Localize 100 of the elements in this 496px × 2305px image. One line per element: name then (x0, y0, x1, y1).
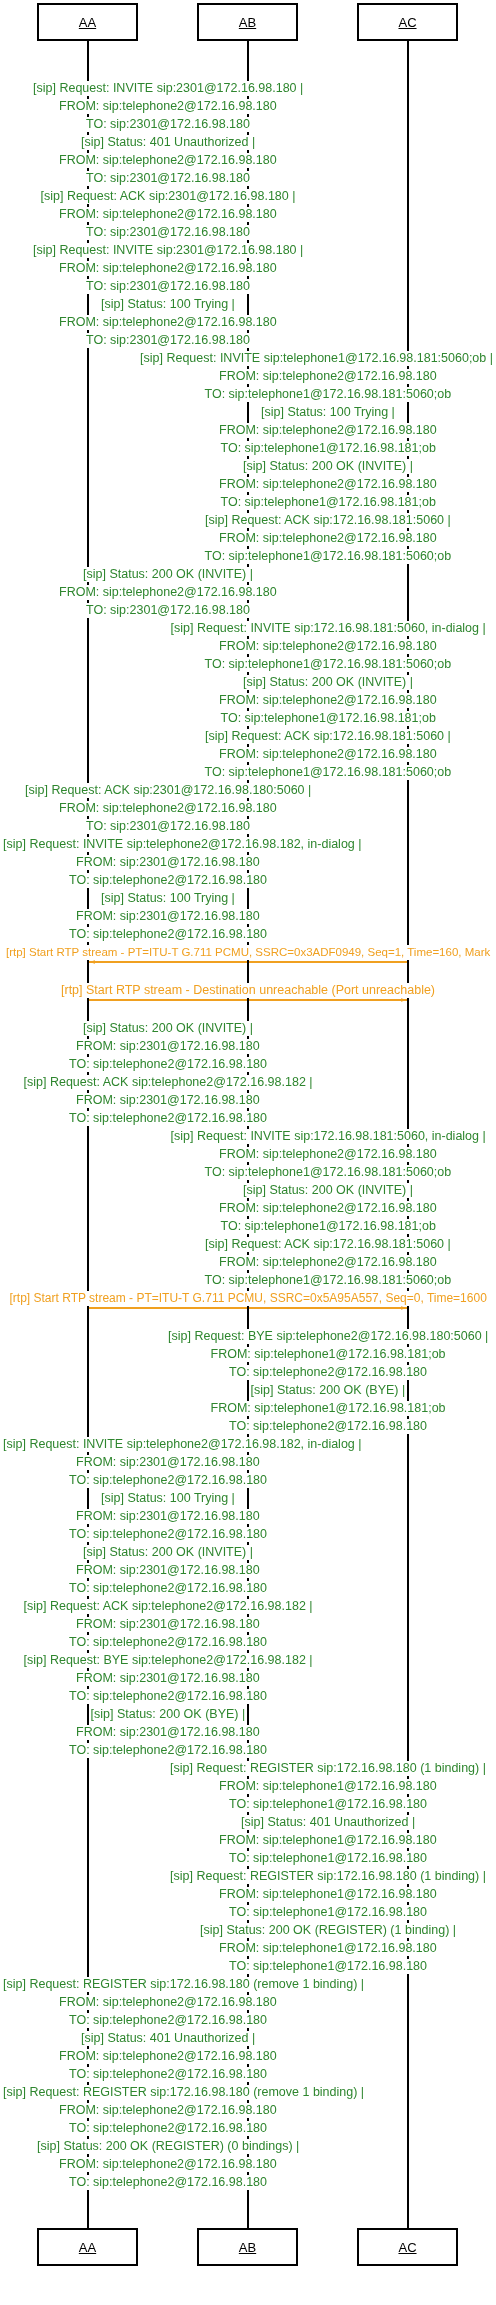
message-label: TO: sip:telephone1@172.16.98.180 (228, 1850, 429, 1866)
message-label: TO: sip:2301@172.16.98.180 (85, 818, 251, 834)
message-label: [sip] Request: INVITE sip:telephone2@172.16.98.182, in-dialog | (2, 1436, 363, 1452)
message-label: FROM: sip:2301@172.16.98.180 (75, 1562, 261, 1578)
message-label: [sip] Status: 200 OK (REGISTER) (1 binding) | (199, 1922, 458, 1938)
message-label: [sip] Request: INVITE sip:172.16.98.181:5060, in-dialog | (169, 1128, 487, 1144)
message-label: TO: sip:telephone1@172.16.98.181:5060;ob (203, 764, 453, 780)
message-label: [sip] Request: ACK sip:172.16.98.181:5060 | (204, 728, 452, 744)
message-label: [sip] Status: 200 OK (INVITE) | (82, 1544, 254, 1560)
message-label: [sip] Status: 401 Unauthorized | (80, 2030, 257, 2046)
message-label: TO: sip:2301@172.16.98.180 (85, 332, 251, 348)
edge-label: [rtp] Start RTP stream - Destination unreachable (Port unreachable) (60, 983, 437, 998)
message-label: FROM: sip:2301@172.16.98.180 (75, 1038, 261, 1054)
message-label: [sip] Request: BYE sip:telephone2@172.16.98.180:5060 | (167, 1328, 490, 1344)
message-label: TO: sip:telephone2@172.16.98.180 (68, 1056, 269, 1072)
message-label: FROM: sip:telephone2@172.16.98.180 (58, 2048, 278, 2064)
message-label: [sip] Request: ACK sip:telephone2@172.16.98.182 | (22, 1074, 314, 1090)
participant-box: AB (197, 3, 298, 41)
message-label: FROM: sip:telephone2@172.16.98.180 (58, 152, 278, 168)
message-label: TO: sip:telephone1@172.16.98.180 (228, 1904, 429, 1920)
edge-label: [rtp] Start RTP stream - PT=ITU-T G.711 PCMU, SSRC=0x5A95A557, Seq=0, Time=1600 (8, 1291, 488, 1306)
message-label: FROM: sip:telephone2@172.16.98.180 (218, 692, 438, 708)
message-label: FROM: sip:telephone2@172.16.98.180 (58, 98, 278, 114)
message-label: [sip] Status: 200 OK (INVITE) | (242, 458, 414, 474)
message-label: [sip] Status: 401 Unauthorized | (240, 1814, 417, 1830)
message-label: TO: sip:telephone1@172.16.98.181;ob (219, 710, 437, 726)
message-label: FROM: sip:2301@172.16.98.180 (75, 1092, 261, 1108)
message-label: [sip] Status: 100 Trying | (100, 296, 236, 312)
message-label: [sip] Request: REGISTER sip:172.16.98.180 (remove 1 binding) | (2, 1976, 366, 1992)
message-label: TO: sip:telephone2@172.16.98.180 (68, 872, 269, 888)
message-label: FROM: sip:telephone1@172.16.98.181;ob (209, 1346, 447, 1362)
message-label: [sip] Request: INVITE sip:172.16.98.181:5060, in-dialog | (169, 620, 487, 636)
message-label: TO: sip:telephone2@172.16.98.180 (228, 1418, 429, 1434)
message-label: TO: sip:telephone2@172.16.98.180 (68, 1634, 269, 1650)
message-label: TO: sip:telephone2@172.16.98.180 (68, 1472, 269, 1488)
message-label: [sip] Request: REGISTER sip:172.16.98.180 (1 binding) | (169, 1868, 487, 1884)
message-label: FROM: sip:telephone2@172.16.98.180 (58, 260, 278, 276)
message-label: [sip] Status: 100 Trying | (100, 890, 236, 906)
message-label: [sip] Request: REGISTER sip:172.16.98.180 (1 binding) | (169, 1760, 487, 1776)
message-label: TO: sip:telephone1@172.16.98.180 (228, 1958, 429, 1974)
message-label: [sip] Status: 200 OK (INVITE) | (82, 566, 254, 582)
message-label: TO: sip:telephone2@172.16.98.180 (228, 1364, 429, 1380)
arrow (88, 960, 408, 964)
message-label: [sip] Request: INVITE sip:2301@172.16.98.180 | (32, 80, 305, 96)
message-label: FROM: sip:telephone1@172.16.98.180 (218, 1886, 438, 1902)
message-label: TO: sip:2301@172.16.98.180 (85, 602, 251, 618)
message-label: FROM: sip:telephone1@172.16.98.180 (218, 1832, 438, 1848)
message-label: [sip] Status: 401 Unauthorized | (80, 134, 257, 150)
message-label: FROM: sip:telephone2@172.16.98.180 (58, 206, 278, 222)
message-label: TO: sip:telephone1@172.16.98.181:5060;ob (203, 386, 453, 402)
message-label: [sip] Request: INVITE sip:2301@172.16.98.180 | (32, 242, 305, 258)
message-label: [sip] Request: ACK sip:2301@172.16.98.180:5060 | (24, 782, 313, 798)
message-label: TO: sip:telephone2@172.16.98.180 (68, 1742, 269, 1758)
message-label: TO: sip:telephone1@172.16.98.181:5060;ob (203, 1164, 453, 1180)
message-label: [sip] Status: 200 OK (BYE) | (249, 1382, 407, 1398)
message-label: TO: sip:telephone2@172.16.98.180 (68, 1110, 269, 1126)
message-label: [sip] Status: 200 OK (INVITE) | (82, 1020, 254, 1036)
message-label: [sip] Request: ACK sip:2301@172.16.98.180 | (39, 188, 297, 204)
message-label: FROM: sip:2301@172.16.98.180 (75, 1670, 261, 1686)
message-label: FROM: sip:telephone2@172.16.98.180 (218, 638, 438, 654)
message-label: FROM: sip:telephone2@172.16.98.180 (218, 422, 438, 438)
participant-box: AC (357, 3, 458, 41)
message-label: TO: sip:telephone1@172.16.98.181;ob (219, 440, 437, 456)
message-label: FROM: sip:telephone2@172.16.98.180 (218, 530, 438, 546)
message-label: [sip] Status: 200 OK (INVITE) | (242, 1182, 414, 1198)
message-label: TO: sip:telephone1@172.16.98.181:5060;ob (203, 656, 453, 672)
message-label: FROM: sip:telephone2@172.16.98.180 (218, 368, 438, 384)
arrow (88, 1306, 408, 1310)
participant-box: AB (197, 2228, 298, 2266)
message-label: FROM: sip:telephone2@172.16.98.180 (218, 476, 438, 492)
message-label: [sip] Request: BYE sip:telephone2@172.16.98.182 | (22, 1652, 314, 1668)
message-label: TO: sip:2301@172.16.98.180 (85, 116, 251, 132)
message-label: TO: sip:telephone2@172.16.98.180 (68, 1526, 269, 1542)
message-label: TO: sip:telephone2@172.16.98.180 (68, 2174, 269, 2190)
message-label: FROM: sip:telephone2@172.16.98.180 (58, 2156, 278, 2172)
message-label: TO: sip:telephone2@172.16.98.180 (68, 2012, 269, 2028)
message-label: [sip] Status: 200 OK (BYE) | (89, 1706, 247, 1722)
message-label: TO: sip:telephone2@172.16.98.180 (68, 926, 269, 942)
message-label: FROM: sip:telephone2@172.16.98.180 (58, 1994, 278, 2010)
message-label: [sip] Status: 100 Trying | (100, 1490, 236, 1506)
message-label: TO: sip:telephone1@172.16.98.181;ob (219, 494, 437, 510)
message-label: [sip] Status: 100 Trying | (260, 404, 396, 420)
message-label: TO: sip:2301@172.16.98.180 (85, 170, 251, 186)
arrow (88, 998, 408, 1002)
message-label: [sip] Status: 200 OK (REGISTER) (0 bindings) | (36, 2138, 301, 2154)
message-label: TO: sip:2301@172.16.98.180 (85, 278, 251, 294)
message-label: FROM: sip:telephone2@172.16.98.180 (58, 800, 278, 816)
message-label: FROM: sip:telephone2@172.16.98.180 (218, 1200, 438, 1216)
message-label: FROM: sip:telephone2@172.16.98.180 (58, 584, 278, 600)
message-label: FROM: sip:telephone2@172.16.98.180 (218, 1254, 438, 1270)
message-label: [sip] Request: ACK sip:172.16.98.181:5060 | (204, 512, 452, 528)
message-label: FROM: sip:2301@172.16.98.180 (75, 908, 261, 924)
message-label: FROM: sip:2301@172.16.98.180 (75, 854, 261, 870)
edge-label: [rtp] Start RTP stream - PT=ITU-T G.711 PCMU, SSRC=0x3ADF0949, Seq=1, Time=160, Mark (5, 945, 492, 960)
message-label: FROM: sip:2301@172.16.98.180 (75, 1508, 261, 1524)
participant-box: AC (357, 2228, 458, 2266)
message-label: FROM: sip:2301@172.16.98.180 (75, 1724, 261, 1740)
message-label: [sip] Request: INVITE sip:telephone2@172.16.98.182, in-dialog | (2, 836, 363, 852)
message-label: FROM: sip:telephone2@172.16.98.180 (58, 314, 278, 330)
message-label: FROM: sip:2301@172.16.98.180 (75, 1616, 261, 1632)
